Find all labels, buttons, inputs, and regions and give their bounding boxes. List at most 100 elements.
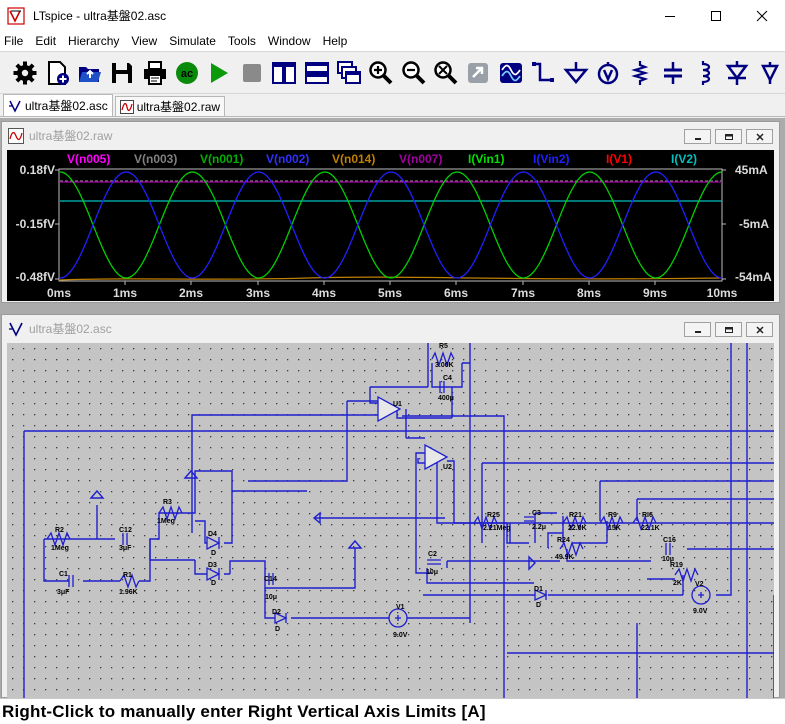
- mdi-area: ultra基盤02.raw V(n005) V(n003) V(n001) V(…: [0, 118, 785, 699]
- print-button[interactable]: [140, 57, 170, 88]
- cascade-windows-icon: [336, 60, 361, 84]
- zoom-out-button[interactable]: [399, 57, 429, 88]
- trace-v-n001[interactable]: V(n001): [200, 152, 243, 166]
- close-icon: [755, 325, 764, 334]
- trace-i-vin2[interactable]: I(Vin2): [533, 152, 569, 166]
- status-text: Right-Click to manually enter Right Vert…: [2, 701, 486, 721]
- x-tick-10: 10ms: [707, 286, 738, 300]
- waveform-close-button[interactable]: [746, 129, 773, 144]
- label-r19: R19: [670, 562, 683, 569]
- capacitor-button[interactable]: [658, 57, 688, 88]
- schematic-canvas[interactable]: R5 3.00K C4 400μ U1 U2 R2 1Meg C12 3μF R…: [7, 343, 774, 699]
- minimize-icon: [665, 15, 675, 17]
- x-tick-6: 6ms: [444, 286, 468, 300]
- label-r9: R9: [608, 512, 617, 519]
- inductor-button[interactable]: [690, 57, 720, 88]
- label-c2-value: 10μ: [426, 569, 438, 576]
- trace-v-n007[interactable]: V(n007): [399, 152, 442, 166]
- schematic-components: [46, 350, 711, 628]
- menu-help[interactable]: Help: [322, 34, 348, 48]
- x-axis[interactable]: 0ms 1ms 2ms 3ms 4ms 5ms 6ms 7ms 8ms 9ms …: [47, 286, 738, 300]
- zoom-in-button[interactable]: [366, 57, 396, 88]
- trace-i-v1[interactable]: I(V1): [606, 152, 632, 166]
- halt-button[interactable]: [237, 57, 267, 88]
- component-button[interactable]: [755, 57, 785, 88]
- zoom-back-icon: [468, 62, 489, 83]
- tile-vertical-button[interactable]: [269, 57, 299, 88]
- autorange-button[interactable]: [496, 57, 526, 88]
- label-c1-value: 3μF: [57, 589, 70, 596]
- menu-file[interactable]: File: [4, 34, 24, 48]
- right-axis-top: 45mA: [735, 163, 768, 177]
- x-tick-9: 9ms: [643, 286, 667, 300]
- menu-simulate[interactable]: Simulate: [169, 34, 216, 48]
- label-c3-value: 2.2μ: [532, 524, 546, 531]
- minimize-button[interactable]: [647, 0, 693, 31]
- schematic-window-titlebar[interactable]: ultra基盤02.asc: [2, 315, 779, 342]
- ac-analysis-button[interactable]: ac: [172, 57, 202, 88]
- schematic-restore-button[interactable]: [715, 322, 742, 337]
- waveform-window-title: ultra基盤02.raw: [29, 129, 113, 143]
- label-net-button[interactable]: [593, 57, 623, 88]
- label-d4: D4: [208, 531, 217, 538]
- waveform-restore-button[interactable]: [715, 129, 742, 144]
- gear-icon: [13, 61, 37, 84]
- waveform-window: ultra基盤02.raw V(n005) V(n003) V(n001) V(…: [1, 121, 780, 303]
- label-r24-value: 49.9K: [555, 554, 574, 561]
- left-axis[interactable]: 0.18fV -0.15fV -0.48fV: [16, 163, 55, 284]
- save-button[interactable]: [107, 57, 137, 88]
- left-axis-top: 0.18fV: [20, 163, 55, 177]
- right-axis[interactable]: 45mA -5mA -54mA: [735, 163, 772, 284]
- trace-v-n003[interactable]: V(n003): [134, 152, 177, 166]
- x-tick-3: 3ms: [246, 286, 270, 300]
- x-tick-5: 5ms: [378, 286, 402, 300]
- x-tick-1: 1ms: [113, 286, 137, 300]
- label-r3-value: 1Meg: [157, 518, 175, 525]
- zoom-back-button[interactable]: [463, 57, 493, 88]
- waveform-window-titlebar[interactable]: ultra基盤02.raw: [2, 122, 779, 149]
- autorange-icon: [499, 62, 522, 83]
- diode-button[interactable]: [722, 57, 752, 88]
- cascade-button[interactable]: [334, 57, 364, 88]
- zoom-fit-icon: [434, 60, 458, 84]
- ground-button[interactable]: [560, 57, 590, 88]
- trace-i-vin1[interactable]: I(Vin1): [468, 152, 504, 166]
- open-button[interactable]: [75, 57, 105, 88]
- resistor-button[interactable]: [625, 57, 655, 88]
- trace-line-i-vin1: [59, 171, 723, 279]
- tile-horizontal-icon: [304, 61, 329, 84]
- menu-edit[interactable]: Edit: [35, 34, 57, 48]
- minimize-icon: [694, 137, 701, 140]
- maximize-button[interactable]: [693, 0, 739, 31]
- menu-window[interactable]: Window: [267, 34, 311, 48]
- label-d2: D2: [272, 609, 281, 616]
- left-axis-bottom: -0.48fV: [16, 270, 55, 284]
- floppy-disk-icon: [112, 62, 133, 83]
- schematic-close-button[interactable]: [746, 322, 773, 337]
- new-schematic-button[interactable]: [42, 57, 72, 88]
- right-axis-bottom: -54mA: [735, 270, 772, 284]
- schematic-grid: [7, 343, 774, 699]
- tab-waveform[interactable]: ultra基盤02.raw: [114, 96, 226, 116]
- draw-wire-button[interactable]: [528, 57, 558, 88]
- menu-hierarchy[interactable]: Hierarchy: [68, 34, 120, 48]
- menu-tools[interactable]: Tools: [227, 34, 256, 48]
- settings-button[interactable]: [10, 57, 40, 88]
- tile-horizontal-button[interactable]: [301, 57, 331, 88]
- trace-i-v2[interactable]: I(V2): [671, 152, 697, 166]
- y-ticks: [55, 169, 726, 280]
- run-button[interactable]: [204, 57, 234, 88]
- tab-schematic[interactable]: ultra基盤02.asc: [3, 94, 113, 116]
- trace-v-n005[interactable]: V(n005): [67, 152, 110, 166]
- label-net-icon: [597, 61, 619, 84]
- label-c3: C3: [532, 510, 541, 517]
- close-button[interactable]: [739, 0, 785, 31]
- waveform-plot[interactable]: V(n005) V(n003) V(n001) V(n002) V(n014) …: [7, 150, 774, 301]
- x-tick-2: 2ms: [179, 286, 203, 300]
- schematic-minimize-button[interactable]: [684, 322, 711, 337]
- zoom-fit-button[interactable]: [431, 57, 461, 88]
- trace-v-n014[interactable]: V(n014): [332, 152, 375, 166]
- waveform-minimize-button[interactable]: [684, 129, 711, 144]
- menu-view[interactable]: View: [131, 34, 158, 48]
- trace-v-n002[interactable]: V(n002): [266, 152, 309, 166]
